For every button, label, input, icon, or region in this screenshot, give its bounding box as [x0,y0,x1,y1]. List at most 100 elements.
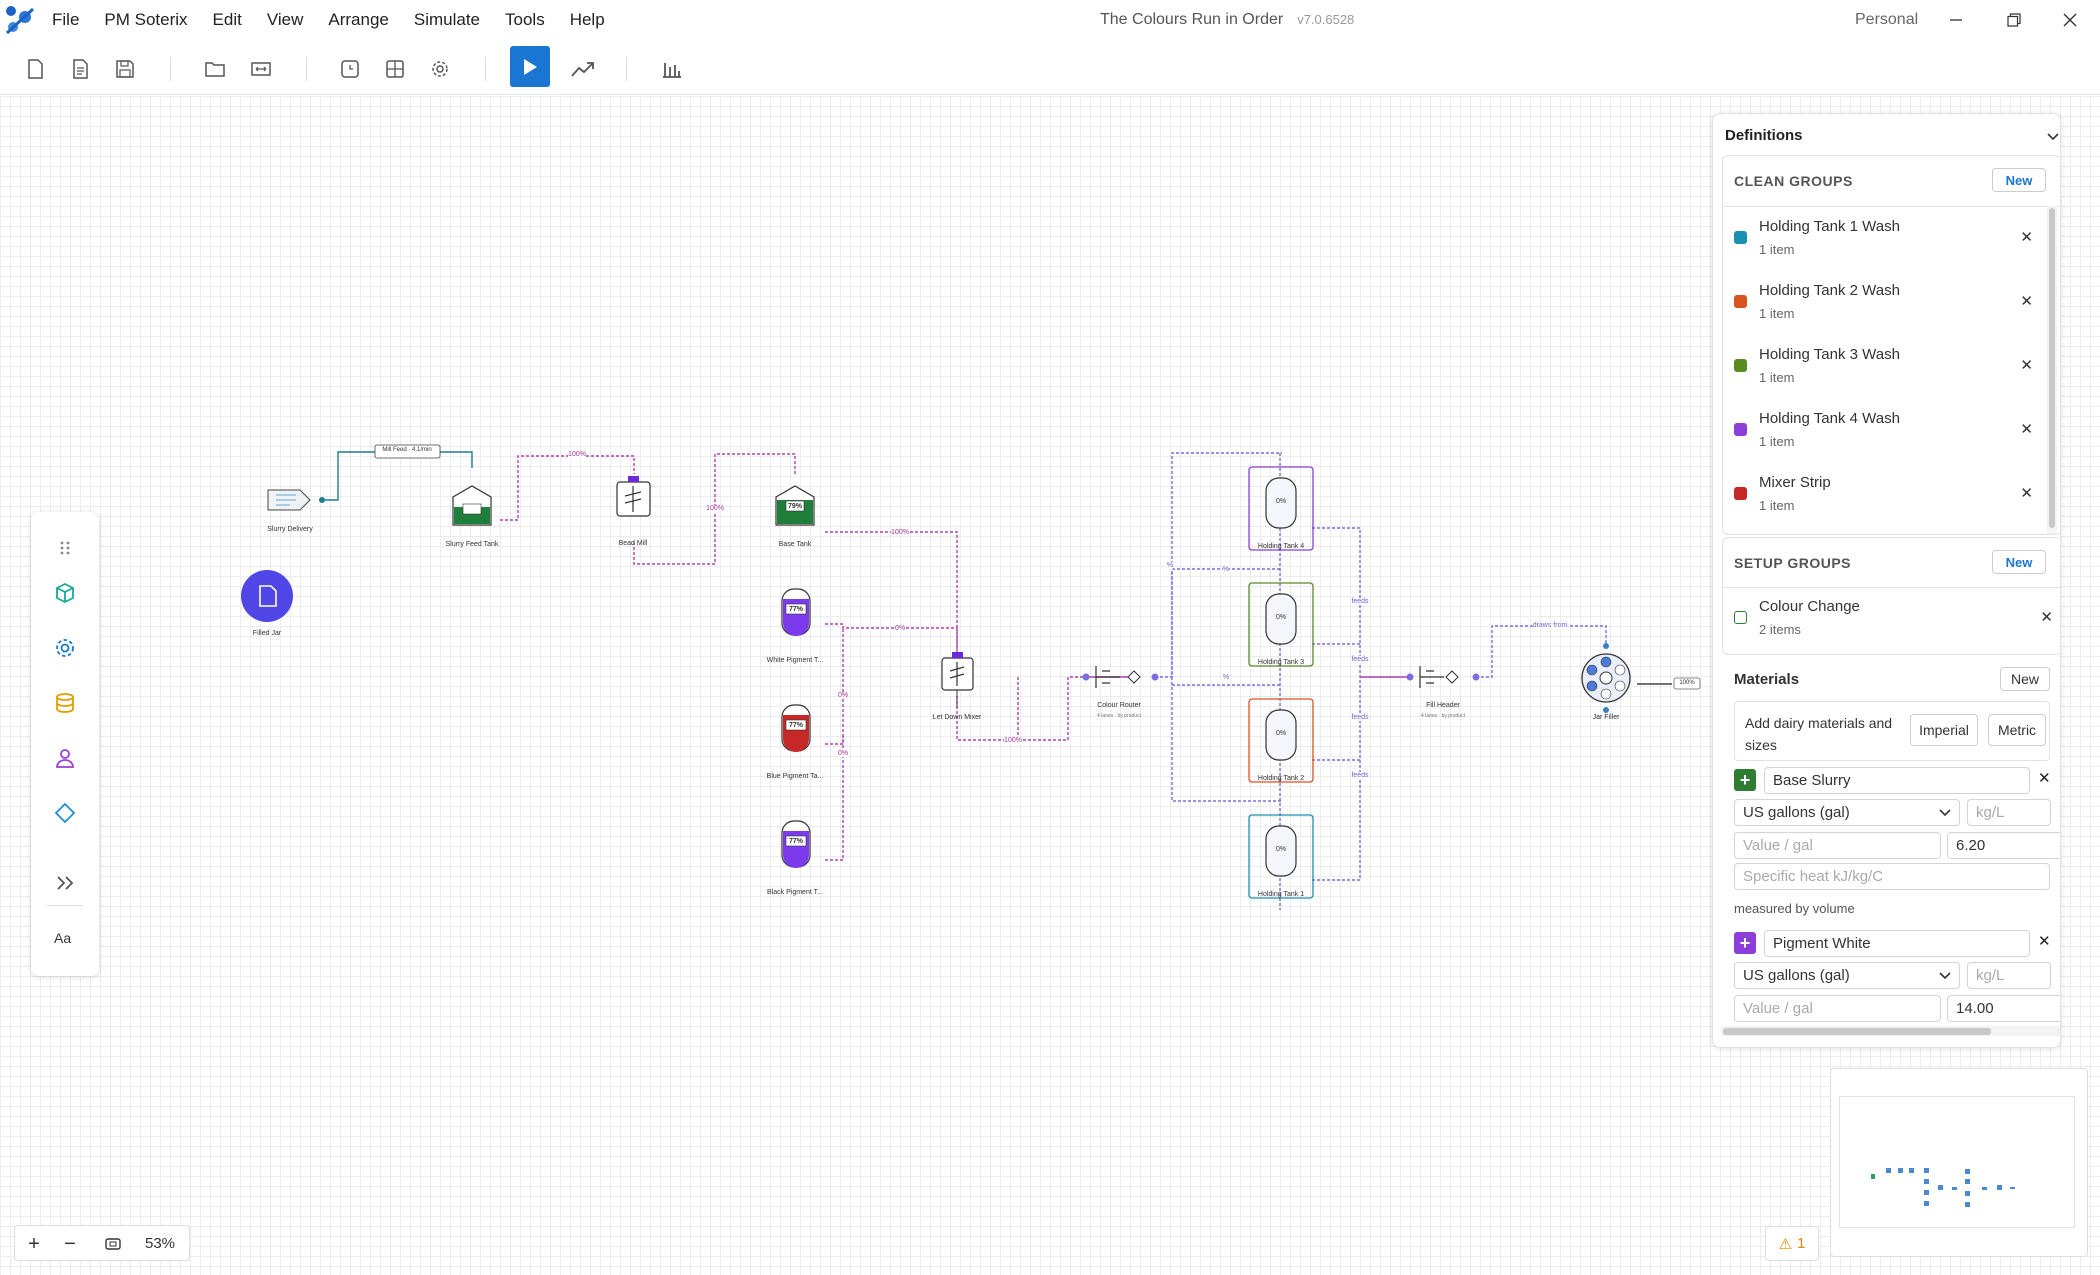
components-tool[interactable] [49,577,81,609]
logic-tool[interactable] [49,797,81,829]
holding-tank-3-node[interactable] [1248,582,1314,667]
minimap-viewport[interactable] [1839,1096,2075,1228]
slurry-delivery-node[interactable] [267,489,325,511]
value-input[interactable]: 6.20 [1947,832,2060,859]
remove-group-button[interactable]: ✕ [2020,485,2033,502]
minimize-button[interactable] [1944,8,1968,32]
setup-group-item[interactable]: Colour Change 2 items ✕ [1723,588,2060,652]
workspace-label[interactable]: Personal [1855,11,1919,28]
value-input[interactable]: 14.00 [1947,995,2060,1022]
settings-button[interactable] [425,54,455,84]
remove-group-button[interactable]: ✕ [2040,609,2053,626]
value-field[interactable]: Value / gal [1734,995,1941,1022]
menu-tools[interactable]: Tools [505,10,545,29]
settings-tool[interactable] [49,632,81,664]
new-setup-group-button[interactable]: New [1992,550,2046,574]
menu-arrange[interactable]: Arrange [328,10,389,29]
fit-view-button[interactable] [100,1231,126,1257]
material-color-button[interactable]: + [1734,932,1756,954]
blue-pigment-tank-node[interactable] [781,704,811,752]
menu-pm-soterix[interactable]: PM Soterix [104,10,188,29]
open-folder-button[interactable] [200,54,230,84]
zoom-out-button[interactable]: − [64,1232,76,1255]
clean-group-item[interactable]: Holding Tank 2 Wash 1 item ✕ [1723,272,2043,336]
scrollbar-thumb[interactable] [1723,1028,1991,1035]
remove-material-button[interactable]: ✕ [2038,933,2051,950]
imperial-button[interactable]: Imperial [1910,714,1978,746]
density-field[interactable]: kg/L [1967,962,2051,989]
material-name-field[interactable]: Pigment White [1764,930,2030,957]
bead-mill-node[interactable] [616,476,651,517]
slurry-feed-tank-node[interactable] [452,485,492,526]
specific-heat-field[interactable]: Specific heat kJ/kg/C [1734,863,2050,890]
history-button[interactable] [335,54,365,84]
black-pigment-label: Black Pigment T... [767,889,823,896]
database-icon [56,693,74,713]
holding-tank-4-node[interactable] [1248,466,1314,551]
clean-group-item[interactable]: Holding Tank 1 Wash 1 item ✕ [1723,208,2043,272]
new-material-button[interactable]: New [2000,667,2050,691]
menu-view[interactable]: View [266,10,304,29]
remove-group-button[interactable]: ✕ [2020,229,2033,246]
unit-select[interactable]: US gallons (gal) [1734,962,1960,989]
menu-bar: File PM Soterix Edit View Arrange Simula… [52,0,630,40]
people-tool[interactable] [49,742,81,774]
close-button[interactable] [2058,8,2082,32]
menu-help[interactable]: Help [569,10,605,29]
expand-palette-button[interactable] [49,867,81,899]
clean-group-item[interactable]: Mixer Strip 1 item ✕ [1723,464,2043,528]
menu-edit[interactable]: Edit [212,10,242,29]
white-pigment-tank-node[interactable] [781,588,811,636]
filled-jar-label: Filled Jar [252,630,282,637]
fit-width-button[interactable] [246,54,276,84]
menu-file[interactable]: File [52,10,80,29]
flow-diagram [241,444,1701,910]
holding-tank-1-node[interactable] [1248,814,1314,899]
remove-group-button[interactable]: ✕ [2020,357,2033,374]
document-button[interactable] [65,54,95,84]
fit-width-icon [251,62,271,76]
horizontal-scrollbar[interactable] [1721,1026,2060,1036]
save-button[interactable] [110,54,140,84]
density-field[interactable]: kg/L [1967,799,2051,826]
menu-simulate[interactable]: Simulate [413,10,481,29]
section-divider [1723,206,2060,207]
new-file-icon [28,59,43,79]
let-down-mixer-node[interactable] [941,652,974,708]
remove-group-button[interactable]: ✕ [2020,421,2033,438]
material-name-field[interactable]: Base Slurry [1764,767,2030,794]
material-color-button[interactable]: + [1734,769,1756,791]
value-field[interactable]: Value / gal [1734,832,1941,859]
chevron-down-icon[interactable] [2047,133,2059,141]
base-tank-node[interactable] [775,485,815,526]
clean-group-item[interactable]: Holding Tank 4 Wash 1 item ✕ [1723,400,2043,464]
metric-button[interactable]: Metric [1988,714,2046,746]
run-simulation-button[interactable] [510,46,550,87]
filled-jar-node[interactable] [241,570,293,622]
unit-select[interactable]: US gallons (gal) [1734,799,1960,826]
database-tool[interactable] [49,687,81,719]
text-style-tool[interactable]: Aa [49,922,81,954]
zoom-in-button[interactable]: + [28,1232,40,1255]
drag-handle[interactable] [49,532,81,564]
clean-group-item[interactable]: Holding Tank 3 Wash 1 item ✕ [1723,336,2043,400]
grid-button[interactable] [380,54,410,84]
scrollbar-thumb[interactable] [2049,208,2055,528]
black-pigment-tank-node[interactable] [781,820,811,868]
jar-filler-node[interactable] [1581,643,1631,713]
colour-router-node[interactable] [1082,666,1159,688]
new-file-button[interactable] [20,54,50,84]
remove-group-button[interactable]: ✕ [2020,293,2033,310]
restore-button[interactable] [2002,8,2026,32]
trend-button[interactable] [568,54,598,84]
minimap[interactable] [1830,1068,2088,1257]
chart-button[interactable] [657,54,687,84]
flow-label: 100% [1004,737,1022,744]
outlet-box [1673,677,1701,690]
holding-tank-2-node[interactable] [1248,698,1314,783]
warnings-button[interactable]: ⚠1 [1765,1226,1819,1261]
fill-header-node[interactable] [1406,666,1480,688]
remove-material-button[interactable]: ✕ [2038,770,2051,787]
vertical-scrollbar[interactable] [2047,206,2057,534]
new-clean-group-button[interactable]: New [1992,168,2046,192]
